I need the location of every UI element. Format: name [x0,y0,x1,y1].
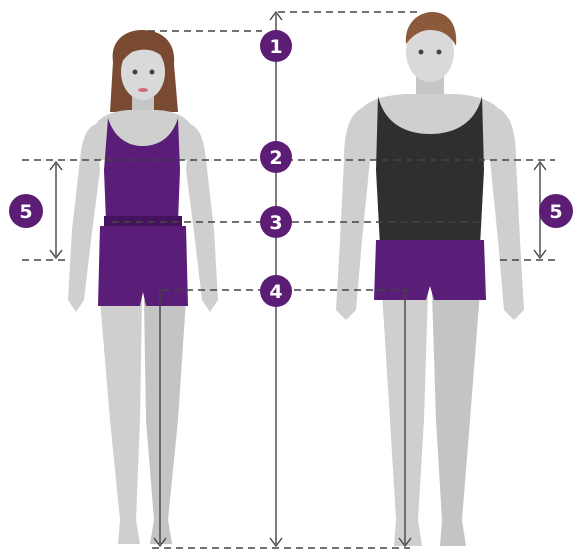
badge-1-label: 1 [269,36,282,58]
badge-3: 3 [260,206,292,238]
male-right-arm [490,108,524,320]
badge-5-right: 5 [539,194,573,228]
female-left-arm [68,124,100,312]
badge-3-label: 3 [269,212,282,234]
badge-4-label: 4 [269,281,282,303]
female-right-leg [144,300,186,544]
male-left-arm [336,108,370,320]
male-right-leg [432,292,480,546]
badge-2-label: 2 [269,147,282,169]
male-eye-right [437,50,442,55]
male-figure [336,12,524,546]
female-lips [138,88,148,92]
female-purple-shorts [98,226,188,306]
female-eye-right [150,70,155,75]
female-figure [68,30,218,544]
badge-1: 1 [260,30,292,62]
female-right-arm [186,124,218,312]
badge-5-left: 5 [9,194,43,228]
male-purple-shorts [374,240,486,300]
badge-2: 2 [260,141,292,173]
badge-5-right-label: 5 [549,201,562,223]
female-eye-left [133,70,138,75]
male-eye-left [419,50,424,55]
badge-5-left-label: 5 [19,201,32,223]
female-left-leg [100,300,142,544]
badge-4: 4 [260,275,292,307]
